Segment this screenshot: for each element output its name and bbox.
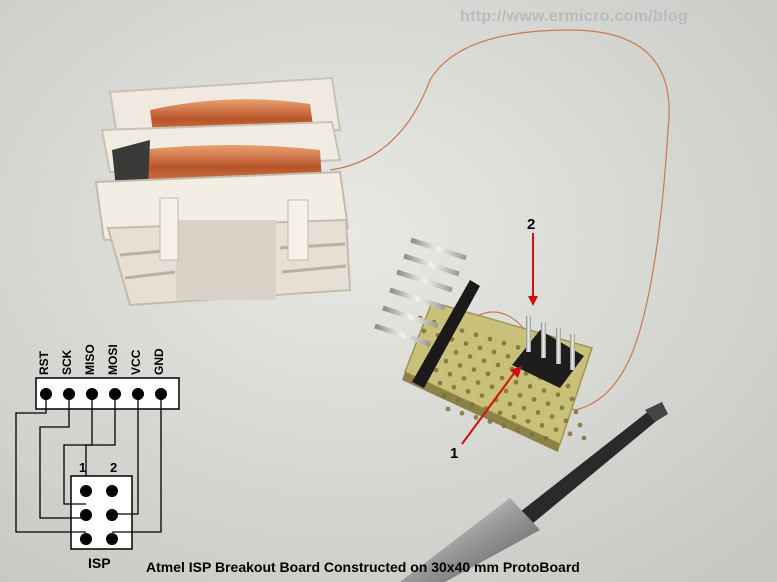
caption: Atmel ISP Breakout Board Constructed on … [146, 559, 580, 575]
watermark-url: http://www.ermicro.com/blog [460, 8, 688, 25]
isp-pin1-label: 1 [79, 460, 87, 475]
signal-label-mosi: MOSI [106, 344, 120, 375]
screwdriver [400, 402, 668, 582]
copper-wire [329, 29, 670, 411]
board-pin1-label: 1 [450, 445, 459, 462]
isp-pin2-label: 2 [110, 460, 118, 475]
arrow-pin1 [461, 371, 516, 445]
signal-label-sck: SCK [60, 349, 74, 375]
signal-label-vcc: VCC [129, 349, 143, 375]
header-right-angle [374, 237, 480, 388]
isp-diagram-dots [40, 388, 167, 545]
transformer-bobbin [94, 76, 352, 307]
signal-label-gnd: GND [152, 348, 166, 375]
signal-label-rst: RST [37, 351, 51, 375]
isp-connector-label: ISP [88, 555, 111, 571]
board-pin2-label: 2 [527, 216, 536, 233]
signal-label-miso: MISO [83, 344, 97, 375]
header-isp-vertical [512, 316, 584, 388]
